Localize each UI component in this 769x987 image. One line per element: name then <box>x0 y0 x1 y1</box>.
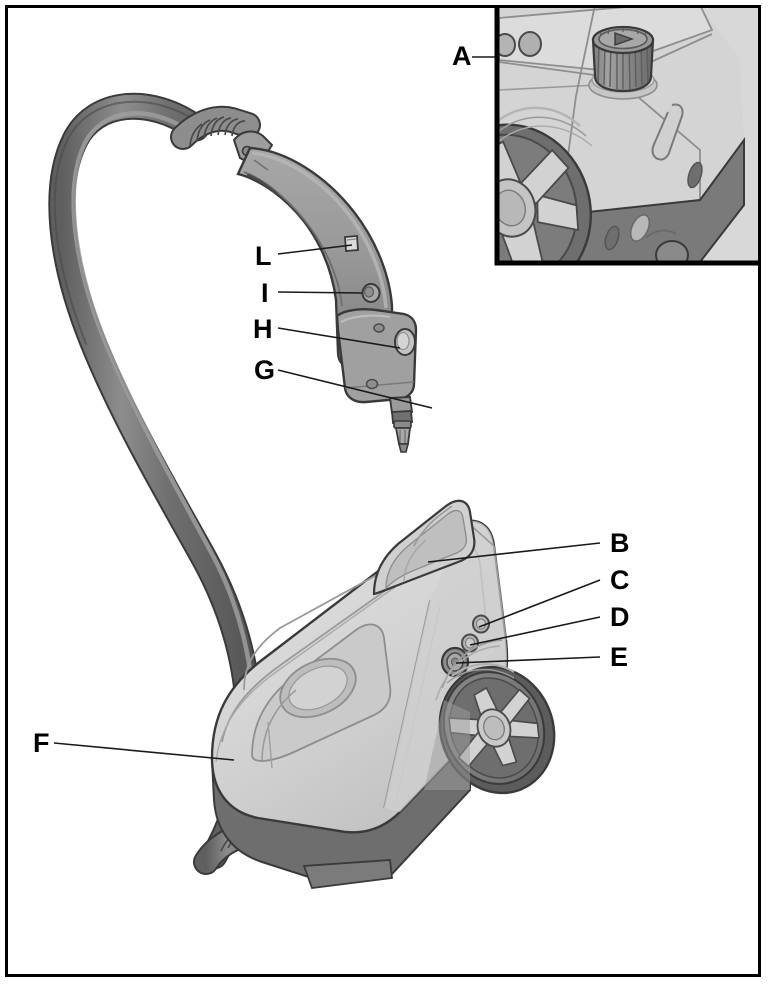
callout-label-d: D <box>610 602 630 632</box>
leader-lines <box>53 56 614 761</box>
leader-B <box>427 542 601 563</box>
inset-frame-border <box>494 5 760 266</box>
leader-F <box>53 742 235 761</box>
callout-label-l: L <box>255 241 272 271</box>
callout-label-c: C <box>610 565 630 595</box>
trigger-pin[interactable] <box>361 283 381 303</box>
safety-cap-knob[interactable] <box>588 25 658 100</box>
callout-label-i: I <box>261 278 269 308</box>
leader-D <box>469 616 601 646</box>
inset-transport-wheel <box>499 106 593 262</box>
inset-indicator-light-right <box>518 31 542 57</box>
page-border <box>5 5 761 977</box>
screw-lower <box>365 378 379 390</box>
leader-C <box>478 579 601 628</box>
hose-strain-relief <box>170 105 261 150</box>
triangle-arrow-icon <box>614 32 635 46</box>
callout-label-a: A <box>452 41 472 71</box>
inset-indicator-light-left <box>499 33 516 57</box>
callout-label-e: E <box>610 642 629 672</box>
leader-E <box>455 656 601 664</box>
callout-label-g: G <box>254 355 276 385</box>
inset-caster <box>655 240 689 262</box>
callout-label-f: F <box>33 728 50 758</box>
leader-H <box>277 327 401 349</box>
callout-label-b: B <box>610 528 630 558</box>
leader-I <box>277 291 363 294</box>
safety-cap-detail-inset <box>499 5 758 262</box>
callout-label-h: H <box>253 314 273 344</box>
gun-body <box>335 308 418 404</box>
steam-gun-handle <box>170 105 418 453</box>
leader-L <box>277 244 353 255</box>
screw-upper <box>373 323 385 333</box>
carry-handle <box>372 499 476 596</box>
side-grip-recess <box>251 623 392 769</box>
steam-cleaner-canister <box>210 499 556 889</box>
leader-G <box>277 369 433 409</box>
